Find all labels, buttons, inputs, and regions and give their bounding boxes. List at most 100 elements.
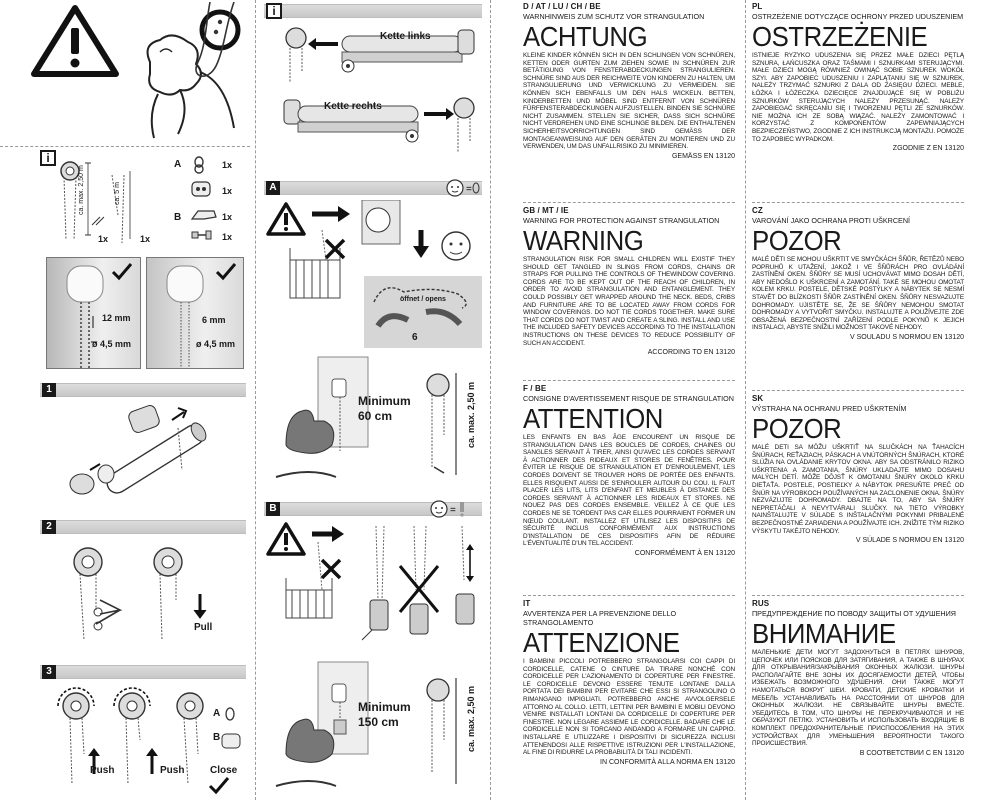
minimum-150-illustration xyxy=(266,660,484,795)
warning-norm: V SOULADU S NORMOU EN 13120 xyxy=(850,333,964,341)
warning-lang: CZ xyxy=(752,206,763,215)
warning-norm: GEMÄSS EN 13120 xyxy=(671,152,735,160)
qty-b1: 1x xyxy=(222,212,233,222)
step-2-illustration xyxy=(70,540,250,650)
strangulation-hero-illustration xyxy=(30,2,250,142)
step-1-number: 1 xyxy=(42,383,56,397)
chain-photo-small xyxy=(146,257,244,369)
warning-subtitle: AVVERTENZA PER LA PREVENZIONE DELLO STRA… xyxy=(523,609,677,627)
warning-body: KLEINE KINDER KÖNNEN SICH IN DEN SCHLING… xyxy=(523,52,735,151)
height-label: ca. max. 2,50 m xyxy=(78,165,85,215)
panel-left: i ca. max. 2,50 m ca. 5 m 1x 1x A 1x 1x … xyxy=(0,0,250,800)
warning-lang: D / AT / LU / CH / BE xyxy=(523,2,601,11)
warning-subtitle: CONSIGNE D'AVERTISSEMENT RISQUE DE STRAN… xyxy=(523,394,734,403)
warning-body: ISTNIEJE RYZYKO UDUSZENIA SIĘ PRZEZ MAŁE… xyxy=(752,52,964,143)
chain-dim-6mm: 6 mm xyxy=(202,315,226,325)
six-label: 6 xyxy=(412,332,418,343)
push-label-2: Push xyxy=(160,765,185,776)
column-divider xyxy=(255,0,256,800)
warning-body: MALÉ DĚTI SE MOHOU UŠKRTIT VE SMYČKÁCH Š… xyxy=(752,256,964,332)
safety-clip-icon xyxy=(190,207,218,223)
column-divider xyxy=(745,0,746,800)
section-a-bar xyxy=(264,181,482,195)
warning-subtitle: VAROVÁNÍ JAKO OCHRANA PROTI UŠKRCENÍ xyxy=(752,216,911,225)
section-divider xyxy=(0,146,250,147)
warning-pl: PL OSTRZEŻENIE DOTYCZĄCE OCHRONY PRZED U… xyxy=(752,2,964,152)
section-b-number: B xyxy=(266,502,280,516)
chain-stopper-icon xyxy=(190,180,214,200)
warning-title: ACHTUNG xyxy=(523,21,648,52)
warning-lang: F / BE xyxy=(523,384,547,393)
step-3-bar xyxy=(40,665,246,679)
info-box: i xyxy=(40,150,56,166)
warning-subtitle: WARNHINWEIS ZUM SCHUTZ VOR STRANGULATION xyxy=(523,12,705,21)
warnings-column-right: PL OSTRZEŻENIE DOTYCZĄCE OCHRONY PRZED U… xyxy=(752,0,967,800)
warning-title: ATTENTION xyxy=(523,403,663,434)
mechanism-illustration xyxy=(60,155,170,250)
step-2-bar xyxy=(40,520,246,534)
screws-icon xyxy=(190,228,218,242)
section-divider xyxy=(523,202,735,203)
warning-body: MALÉ DETI SA MÔŽU UŠKRTIŤ NA SLUČKÁCH NA… xyxy=(752,444,964,535)
warning-title: OSTRZEŻENIE xyxy=(752,21,928,52)
warning-ru: RUS ПРЕДУПРЕЖДЕНИЕ ПО ПОВОДУ ЗАЩИТЫ ОТ У… xyxy=(752,599,964,757)
part-a-label: A xyxy=(174,159,182,170)
warning-it: IT AVVERTENZA PER LA PREVENZIONE DELLO S… xyxy=(523,599,735,766)
minimum-value-b: 150 cm xyxy=(358,715,399,729)
section-b-bar xyxy=(264,502,482,516)
warning-lang: RUS xyxy=(752,599,770,608)
warning-title: POZOR xyxy=(752,225,842,256)
warning-lang: SK xyxy=(752,394,764,403)
section-divider xyxy=(523,380,735,381)
section-divider xyxy=(752,390,964,391)
section-a-illustration xyxy=(266,200,484,350)
warning-norm: ACCORDING TO EN 13120 xyxy=(647,349,735,357)
opens-label: öffnet / opens xyxy=(400,296,446,303)
warning-subtitle: WARNING FOR PROTECTION AGAINST STRANGULA… xyxy=(523,216,720,225)
warning-lang: GB / MT / IE xyxy=(523,206,569,215)
info-bar xyxy=(264,4,482,18)
qty-right: 1x xyxy=(140,234,151,244)
warning-cz: CZ VAROVÁNÍ JAKO OCHRANA PROTI UŠKRCENÍ … xyxy=(752,206,964,341)
warning-title: ATTENZIONE xyxy=(523,627,680,658)
chain-left-illustration xyxy=(272,22,482,92)
warning-norm: CONFORMÉMENT À EN 13120 xyxy=(634,549,735,557)
max-height-a: ca. max. 2,50 m xyxy=(466,381,476,448)
column-divider xyxy=(490,0,491,800)
warning-norm: V SÚLADE S NORMOU EN 13120 xyxy=(855,537,964,545)
warning-subtitle: ПРЕДУПРЕЖДЕНИЕ ПО ПОВОДУ ЗАЩИТЫ ОТ УДУШЕ… xyxy=(752,609,956,618)
chain-dim-4-5mm: ø 4,5 mm xyxy=(92,339,132,349)
section-a-number: A xyxy=(266,181,280,195)
warning-subtitle: OSTRZEŻENIE DOTYCZĄCE OCHRONY PRZED UDUS… xyxy=(752,12,964,21)
svg-text:=: = xyxy=(466,184,472,195)
push-label-1: Push xyxy=(90,765,115,776)
step-3-number: 3 xyxy=(42,665,56,679)
warning-sk: SK VÝSTRAHA NA OCHRANU PRED UŠKRTENÍM PO… xyxy=(752,394,964,544)
chain-connector-icon xyxy=(192,156,206,174)
qty-a2: 1x xyxy=(222,186,233,196)
svg-text:=: = xyxy=(450,505,456,516)
warning-body: I BAMBINI PICCOLI POTREBBERO STRANGOLARS… xyxy=(523,658,735,757)
qty-b2: 1x xyxy=(222,232,233,242)
warning-en: GB / MT / IE WARNING FOR PROTECTION AGAI… xyxy=(523,206,735,356)
warning-norm: IN CONFORMITÀ ALLA NORMA EN 13120 xyxy=(600,758,735,766)
warning-title: POZOR xyxy=(752,413,842,444)
minimum-60-illustration xyxy=(266,355,484,485)
warning-body: LES ENFANTS EN BAS ÂGE ENCOURENT UN RISQ… xyxy=(523,434,735,548)
warning-fr: F / BE CONSIGNE D'AVERTISSEMENT RISQUE D… xyxy=(523,384,735,557)
minimum-label-a: Minimum xyxy=(358,394,411,408)
warning-title: ВНИМАНИЕ xyxy=(752,618,896,649)
warning-norm: ZGODNIE Z EN 13120 xyxy=(892,145,964,153)
section-divider xyxy=(752,202,964,203)
chain-dim-12mm: 12 mm xyxy=(102,313,131,323)
step-2-number: 2 xyxy=(42,520,56,534)
baby-face-icon: = xyxy=(446,178,480,198)
chain-right-illustration xyxy=(272,92,482,162)
warning-body: STRANGULATION RISK FOR SMALL CHILDREN WI… xyxy=(523,256,735,347)
part-b-label: B xyxy=(174,212,182,223)
step-3-b-label: B xyxy=(213,732,221,743)
minimum-value-a: 60 cm xyxy=(358,409,393,423)
chain-right-label: Kette rechts xyxy=(324,101,382,112)
section-b-illustration xyxy=(266,520,484,650)
info-box: i xyxy=(266,3,282,19)
